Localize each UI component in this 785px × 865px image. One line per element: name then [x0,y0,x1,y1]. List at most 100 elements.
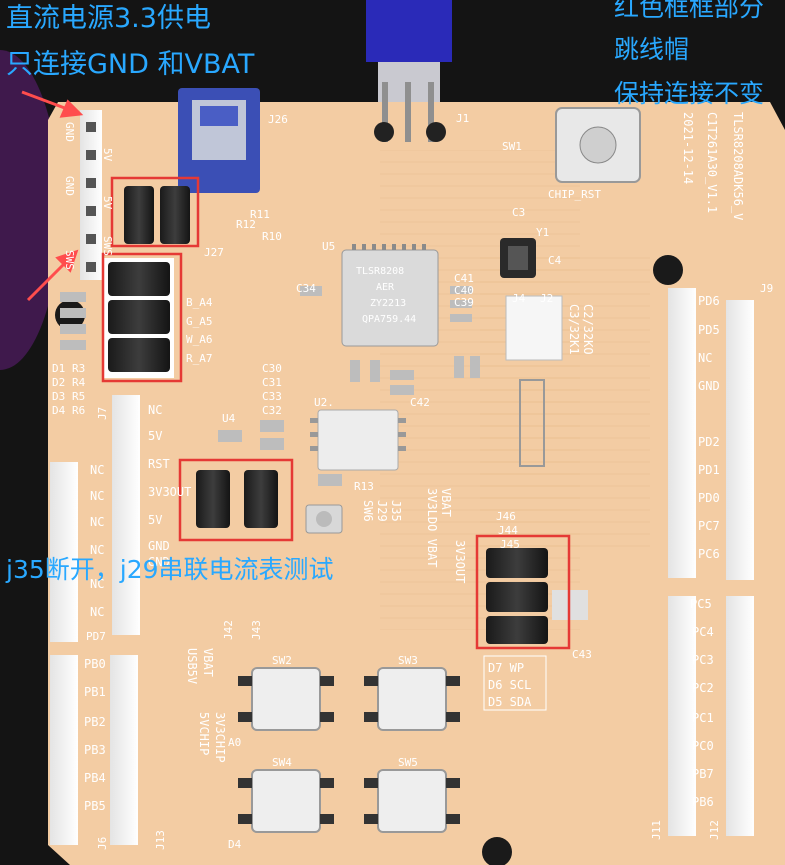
pb5-label: PB5 [84,799,106,813]
mount-hole-bottom [482,837,512,865]
pb0-label: PB0 [84,657,106,671]
silk-j42: J42 [222,620,235,640]
silk-r13: R13 [354,480,374,493]
header-left-outer [50,462,78,642]
power-label-nc: NC [148,403,162,417]
silk-j44: J44 [498,524,518,537]
left-nc-1: NC [90,463,104,477]
chip-mark-1: TLSR8208 [356,266,404,277]
header-right-pc-outer [726,596,754,836]
annotation-power-line1: 直流电源3.3供电 [6,3,211,34]
silk-j4: J4 [512,292,526,305]
silk-j11: J11 [650,820,663,840]
power-label-3v3out: 3V3OUT [148,485,191,499]
silk-j1: J1 [456,112,469,125]
arrow-annotations [21,90,84,302]
silk-c39: C39 [454,296,474,309]
annotation-current-test: j35断开，j29串联电流表测试 [6,555,334,584]
silk-5v-1: 5V [101,148,114,162]
pb4-label: PB4 [84,771,106,785]
silk-vbat-block-2: VBAT [439,488,453,517]
silk-r11: R11 [250,208,270,221]
silk-r6: R6 [72,404,85,417]
silk-d4-bottom: D4 [228,838,242,851]
silk-r4: R4 [72,376,86,389]
silk-y1: Y1 [536,226,549,239]
silk-r10: R10 [262,230,282,243]
silk-r5: R5 [72,390,85,403]
silk-sw6: SW6 [361,500,375,522]
silk-vbat-block-1: 3V3LDO VBAT [425,488,439,567]
silk-u4: U4 [222,412,236,425]
silk-c4: C4 [548,254,562,267]
left-nc-2: NC [90,489,104,503]
chip-mark-2: AER [376,282,395,293]
silk-title-1: TLSR8208ADK56_V [731,112,745,220]
silk-5v-2: 5V [101,196,114,210]
buttons-bottom [251,667,447,833]
header-pb-outer [50,655,78,845]
header-left-top [80,110,102,280]
pb7-label: PB7 [692,767,714,781]
silk-j27: J27 [204,246,224,259]
pd-nc-label: NC [698,351,712,365]
silk-sw5: SW5 [398,756,418,769]
pc0-label: PC0 [692,739,714,753]
annotation-jumper-line2: 跳线帽 [614,35,690,64]
chip-mark-3: ZY2213 [370,298,406,309]
pd0-label: PD0 [698,491,720,505]
highlight-box-2 [101,252,183,383]
highlight-boxes [101,176,571,650]
header-right-outer [726,300,754,580]
power-label-5v-1: 5V [148,429,162,443]
left-nc-6: NC [90,605,104,619]
silk-title-2: C1T261A30_V1.1 [705,112,719,213]
silk-w-a6: W_A6 [186,333,213,346]
silk-sw1: SW1 [502,140,522,153]
silk-vbat-usb-2: USB5V [185,648,199,684]
silk-c2-32k: C2/32KO [581,304,595,355]
pc7-label: PC7 [698,519,720,533]
silk-chip-2: 5VCHIP [197,712,211,755]
silk-sws-1: SWS [63,250,76,270]
silk-b-a4: B_A4 [186,296,213,309]
silk-g-a5: G_A5 [186,315,213,328]
silk-d2: D2 [52,376,65,389]
silk-c31: C31 [262,376,282,389]
silk-c43: C43 [572,648,592,661]
silk-c3: C3 [512,206,525,219]
silk-sw4: SW4 [272,756,292,769]
pc4-label: PC4 [692,625,714,639]
silk-c41: C41 [454,272,474,285]
pb2-label: PB2 [84,715,106,729]
silk-d1: D1 [52,362,65,375]
pb1-label: PB1 [84,685,106,699]
d7-label: D7 WP [488,661,524,675]
highlight-box-4 [475,534,571,650]
header-j7 [112,395,140,635]
pb6-label: PB6 [692,795,714,809]
power-label-gnd-2: GND [148,555,170,569]
silk-d3: D3 [52,390,65,403]
power-label-5v-2: 5V [148,513,162,527]
left-nc-5: NC [90,577,104,591]
annotation-jumper-line1: 红色框框部分 [614,0,765,22]
silk-j26: J26 [268,113,288,126]
silk-c30: C30 [262,362,282,375]
silk-c34: C34 [296,282,316,295]
silk-j9: J9 [760,282,773,295]
pc1-label: PC1 [692,711,714,725]
silk-r3: R3 [72,362,85,375]
power-label-rst: RST [148,457,170,471]
silk-j35: J35 [389,500,403,522]
tlsr8208-chip [341,249,439,347]
annotation-power-line2: 只连接GND 和VBAT [6,49,255,80]
silk-gnd-1: GND [63,122,76,142]
silk-j2: J2 [540,292,553,305]
pc2-label: PC2 [692,681,714,695]
silk-vbat-usb-1: VBAT [201,648,215,677]
silk-chip-rst: CHIP_RST [548,188,601,201]
silk-c42: C42 [410,396,430,409]
highlight-box-1 [110,176,200,248]
power-label-gnd-1: GND [148,539,170,553]
